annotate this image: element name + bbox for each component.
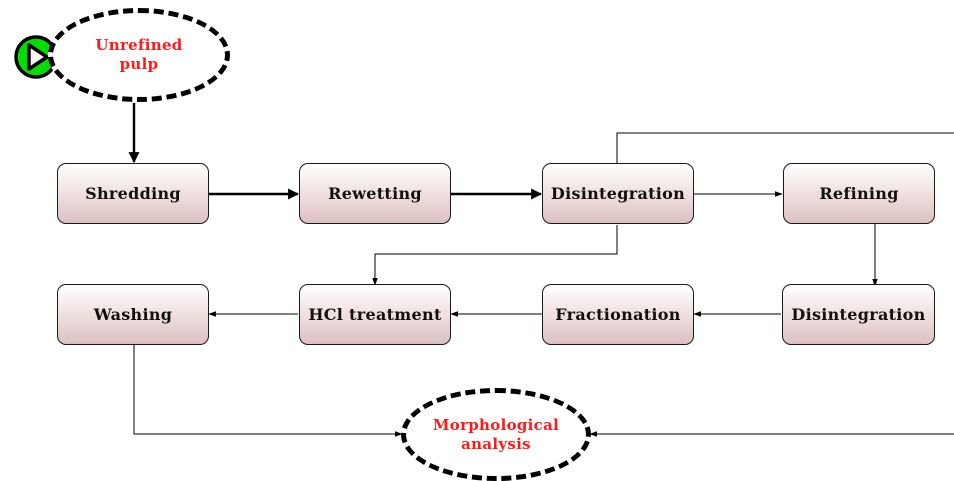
start-node-line1: Unrefined <box>95 36 183 54</box>
node-washing: Washing <box>57 284 209 345</box>
node-hcl-treatment-label: HCl treatment <box>308 305 442 324</box>
node-shredding: Shredding <box>57 163 209 224</box>
node-fractionation-label: Fractionation <box>555 305 681 324</box>
line-disintegration-loop-top <box>616 132 954 163</box>
start-node-unrefined-pulp: Unrefined pulp <box>48 8 230 102</box>
node-refining: Refining <box>783 163 935 224</box>
start-icon <box>14 35 58 79</box>
arrow-disintegration-to-hcl <box>372 225 618 286</box>
end-node-morphological-analysis: Morphological analysis <box>401 388 591 481</box>
end-node-line1: Morphological <box>432 415 560 434</box>
node-hcl-treatment: HCl treatment <box>299 284 451 345</box>
start-node-line2: pulp <box>119 55 159 73</box>
node-refining-label: Refining <box>819 184 899 203</box>
node-disintegration-2-label: Disintegration <box>791 305 926 324</box>
node-disintegration-1: Disintegration <box>542 163 694 224</box>
node-disintegration-2: Disintegration <box>782 284 935 345</box>
node-washing-label: Washing <box>93 305 173 324</box>
node-disintegration-1-label: Disintegration <box>550 184 686 203</box>
end-node-line2: analysis <box>461 434 531 453</box>
node-rewetting-label: Rewetting <box>328 184 422 203</box>
node-shredding-label: Shredding <box>85 184 181 203</box>
node-rewetting: Rewetting <box>299 163 451 224</box>
node-fractionation: Fractionation <box>542 284 694 345</box>
arrow-washing-to-analysis <box>133 345 403 437</box>
